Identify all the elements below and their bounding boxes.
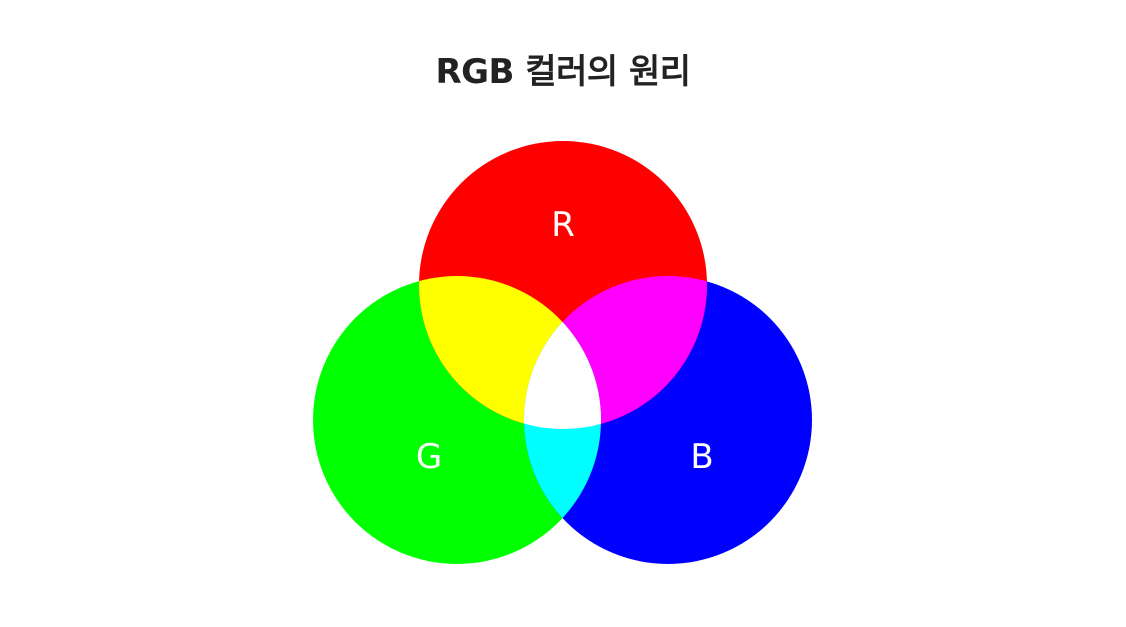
page-title: RGB 컬러의 원리 [435, 52, 691, 92]
label-g: G [416, 437, 442, 477]
label-r: R [551, 205, 575, 245]
label-b: B [690, 437, 713, 477]
